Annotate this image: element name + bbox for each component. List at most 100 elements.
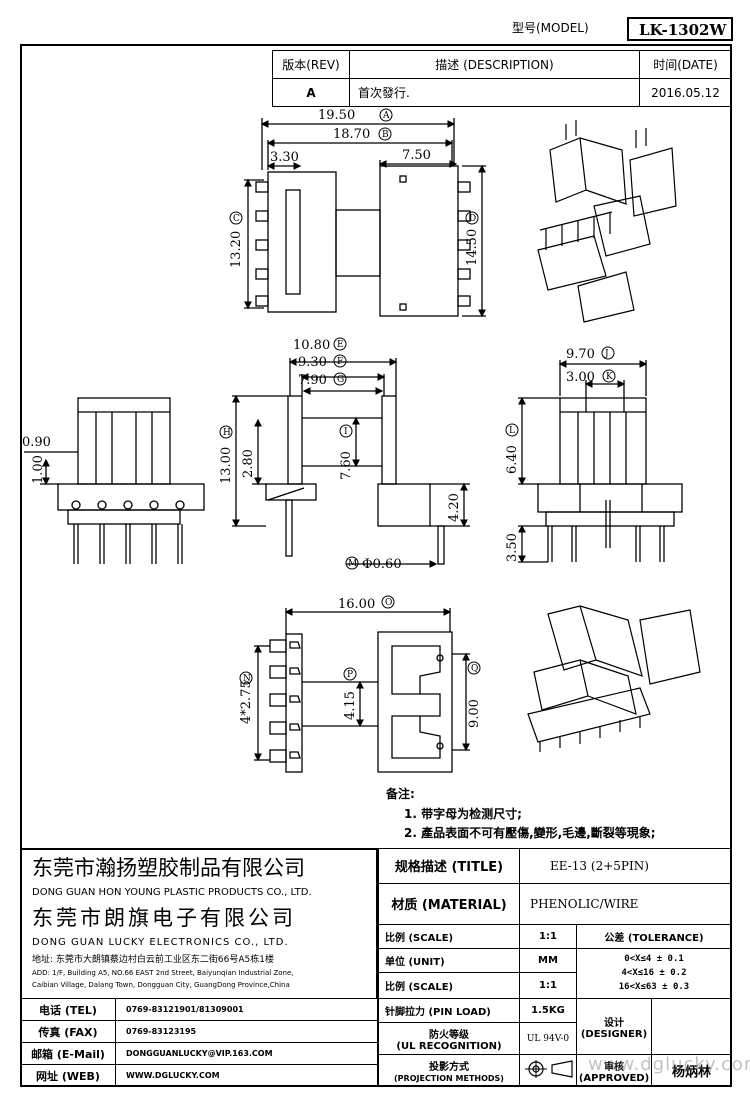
check-o: O bbox=[381, 595, 395, 609]
check-m: M bbox=[345, 556, 359, 570]
designer-label-1: 设计 bbox=[604, 1017, 624, 1029]
address-en-1: ADD: 1/F, Building A5, NO.66 EAST 2nd St… bbox=[32, 969, 294, 977]
svg-text:D: D bbox=[469, 214, 476, 224]
svg-text:A: A bbox=[382, 111, 390, 121]
dim-19-50: 19.50 bbox=[318, 108, 355, 123]
check-i: I bbox=[339, 424, 353, 438]
address-cn: 地址: 东莞市大朗镇蔡边村白云前工业区东二街66号A5栋1楼 bbox=[32, 955, 274, 965]
technical-drawing: 19.50 18.70 3.30 7.50 13.20 14.50 10.80 … bbox=[22, 108, 701, 773]
dim-14-50: 14.50 bbox=[465, 229, 480, 266]
fax-label: 传真 (FAX) bbox=[20, 1020, 116, 1043]
company-block: 东莞市瀚扬塑胶制品有限公司 DONG GUAN HON YOUNG PLASTI… bbox=[20, 848, 378, 998]
tol-2-value: ± 0.2 bbox=[659, 968, 687, 979]
mail-value: DONGGUANLUCKY@VIP.163.COM bbox=[115, 1042, 378, 1065]
check-f: F bbox=[333, 354, 347, 368]
title-value: EE-13 (2+5PIN) bbox=[519, 848, 732, 884]
scale-value: 1:1 bbox=[519, 924, 577, 949]
check-d: D bbox=[465, 211, 479, 225]
svg-text:Q: Q bbox=[471, 664, 478, 674]
svg-text:J: J bbox=[604, 349, 609, 359]
approved-label-2: (APPROVED) bbox=[578, 1072, 650, 1084]
dim-3-00: 3.00 bbox=[566, 370, 595, 385]
check-a: A bbox=[379, 108, 393, 122]
svg-text:E: E bbox=[337, 340, 344, 350]
tol-1-value: ± 0.1 bbox=[656, 954, 684, 965]
tel-value: 0769-83121901/81309001 bbox=[115, 998, 378, 1021]
material-label: 材质 (MATERIAL) bbox=[378, 882, 520, 926]
approved-label-1: 审核 bbox=[604, 1061, 624, 1073]
svg-text:F: F bbox=[337, 357, 343, 367]
notes-line1: 1. 带字母为检测尺寸; bbox=[404, 807, 522, 821]
watermark: www.dglucky.com bbox=[588, 1054, 750, 1075]
ul-label-2: (UL RECOGNITION) bbox=[396, 1040, 502, 1052]
svg-text:H: H bbox=[223, 428, 231, 438]
dim-6-40: 6.40 bbox=[505, 445, 520, 474]
left-side-view bbox=[24, 397, 205, 564]
svg-text:L: L bbox=[509, 426, 515, 436]
dim-13-20: 13.20 bbox=[229, 231, 244, 268]
svg-text:G: G bbox=[337, 375, 344, 385]
designer-label-2: (DESIGNER) bbox=[580, 1028, 648, 1040]
svg-text:M: M bbox=[348, 559, 357, 569]
web-value: WWW.DGLUCKY.COM bbox=[115, 1064, 378, 1087]
tol-1: 0<X≤4 bbox=[624, 954, 652, 965]
contact-table: 电话 (TEL)0769-83121901/81309001 传真 (FAX)0… bbox=[20, 998, 378, 1087]
company-cn-2: 东莞市朗旗电子有限公司 bbox=[32, 906, 296, 930]
dim-0-90: 0.90 bbox=[22, 435, 51, 450]
dim-7-60: 7.60 bbox=[339, 451, 354, 480]
svg-text:I: I bbox=[344, 427, 348, 437]
right-side-view bbox=[518, 360, 683, 564]
svg-text:N: N bbox=[243, 674, 251, 684]
unit-value: MM bbox=[519, 947, 577, 973]
unit-label: 单位 (UNIT) bbox=[378, 947, 520, 973]
projection-symbol-icon bbox=[525, 1060, 573, 1079]
svg-text:O: O bbox=[385, 598, 392, 608]
check-c: C bbox=[229, 211, 243, 225]
model-label: 型号(MODEL) bbox=[512, 21, 589, 35]
ul-value: UL 94V-0 bbox=[519, 1021, 577, 1056]
dim-4-15: 4.15 bbox=[343, 691, 358, 720]
dim-9-70: 9.70 bbox=[566, 347, 595, 362]
tel-label: 电话 (TEL) bbox=[20, 998, 116, 1021]
notes-title: 备注: bbox=[386, 787, 415, 801]
mail-label: 邮箱 (E-Mail) bbox=[20, 1042, 116, 1065]
check-h: H bbox=[219, 425, 233, 439]
projection-label-1: 投影方式 bbox=[429, 1061, 469, 1073]
scale2-label: 比例 (SCALE) bbox=[378, 971, 520, 999]
tol-2: 4<X≤16 bbox=[621, 968, 654, 979]
dim-4x2-75: 4*2.75 bbox=[239, 680, 254, 724]
pin-load-value: 1.5KG bbox=[519, 997, 577, 1023]
dim-13-00: 13.00 bbox=[219, 447, 234, 484]
tol-3: 16<X≤63 bbox=[618, 982, 657, 993]
projection-label-2: (PROJECTION METHODS) bbox=[394, 1073, 504, 1083]
scale2-value: 1:1 bbox=[519, 971, 577, 999]
fax-value: 0769-83123195 bbox=[115, 1020, 378, 1043]
notes-line2: 2. 產品表面不可有壓傷,變形,毛邊,斷裂等現象; bbox=[404, 826, 656, 840]
material-value: PHENOLIC/WIRE bbox=[519, 882, 732, 926]
dim-9-00: 9.00 bbox=[467, 699, 482, 728]
dim-3-30: 3.30 bbox=[270, 150, 299, 165]
address-en-2: Caibian Village, Dalang Town, Dongguan C… bbox=[32, 981, 290, 989]
spec-table: 规格描述 (TITLE) EE-13 (2+5PIN) 材质 (MATERIAL… bbox=[378, 848, 732, 1087]
svg-text:P: P bbox=[347, 670, 353, 680]
bottom-view bbox=[254, 608, 470, 773]
dim-16-00: 16.00 bbox=[338, 597, 375, 612]
iso-view-bottom bbox=[527, 605, 701, 752]
rev-label: 版本(REV) bbox=[272, 50, 350, 79]
web-label: 网址 (WEB) bbox=[20, 1064, 116, 1087]
approved-value: 杨炳林 bbox=[651, 1054, 732, 1087]
front-view bbox=[232, 358, 470, 568]
top-view bbox=[244, 118, 486, 318]
dim-phi-0-60: Φ0.60 bbox=[362, 557, 402, 572]
check-j: J bbox=[601, 346, 615, 360]
model-box: LK-1302W bbox=[627, 17, 733, 41]
dim-9-30: 9.30 bbox=[298, 355, 327, 370]
dim-1-00: 1.00 bbox=[31, 455, 46, 484]
dim-3-50: 3.50 bbox=[505, 533, 520, 562]
check-n: N bbox=[239, 671, 253, 685]
check-b: B bbox=[378, 127, 392, 141]
check-l: L bbox=[505, 423, 519, 437]
dim-2-80: 2.80 bbox=[241, 449, 256, 478]
date-value: 2016.05.12 bbox=[639, 78, 732, 107]
dim-4-20: 4.20 bbox=[447, 493, 462, 522]
